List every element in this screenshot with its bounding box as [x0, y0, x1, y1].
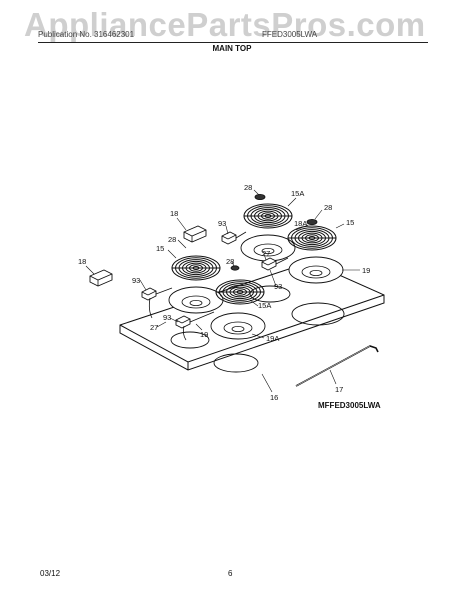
callout-19a: 19A: [266, 334, 279, 343]
trim-ring-markers: [230, 193, 318, 271]
diagram-model-code: MFFED3005LWA: [318, 401, 381, 410]
callout-18-rear: 18: [170, 209, 178, 218]
surface-element-front-left: [171, 255, 221, 281]
callout-19-right: 19: [362, 266, 370, 275]
surface-element-front-right: [215, 279, 265, 305]
leader-lines: [85, 189, 360, 393]
header-rule: [38, 42, 428, 43]
drip-bowl-rear-right: [288, 256, 344, 284]
element-bracket-front: [89, 269, 113, 287]
callout-28-top: 28: [244, 183, 252, 192]
model-number-header: FFED3005LWA: [262, 30, 318, 39]
callout-15a-top: 15A: [291, 189, 304, 198]
receptacle-rear-left: [221, 231, 237, 245]
callout-15-right: 15: [346, 218, 354, 227]
callout-labels: 28 15A 28 18 93 18A 15 28 15 27 19 28 18…: [78, 183, 370, 402]
footer-page-number: 6: [228, 569, 233, 578]
front-trim-rod: [295, 345, 379, 387]
callout-28-left: 28: [168, 235, 176, 244]
surface-element-rear-right: [287, 225, 337, 251]
drip-bowl-front-left: [168, 286, 224, 314]
surface-element-rear-left: [243, 203, 293, 229]
footer-date: 03/12: [40, 569, 61, 578]
callout-19-center: 19: [200, 330, 208, 339]
drip-bowl-front-right: [210, 312, 266, 340]
callout-18a: 18A: [294, 219, 307, 228]
callout-28-center: 28: [226, 257, 234, 266]
callout-27-rear: 27: [262, 249, 270, 258]
callout-93-rear-right: 93: [274, 282, 282, 291]
wiring-leads: [148, 231, 289, 341]
callout-93-front-right: 93: [163, 313, 171, 322]
callout-93-rear-left: 93: [218, 219, 226, 228]
callout-15a-front: 15A: [258, 301, 271, 310]
callout-93-front-left: 93: [132, 276, 140, 285]
section-title: MAIN TOP: [212, 44, 252, 53]
callout-27-front: 27: [150, 323, 158, 332]
publication-number: Publication No. 316462301: [38, 30, 135, 39]
element-bracket-rear: [183, 225, 207, 243]
callout-28-right: 28: [324, 203, 332, 212]
watermark: AppliancePartsPros.com: [24, 6, 426, 43]
callout-17: 17: [335, 385, 343, 394]
callout-16: 16: [270, 393, 278, 402]
callout-18-front: 18: [78, 257, 86, 266]
receptacle-front-left: [141, 287, 157, 301]
callout-15-left: 15: [156, 244, 164, 253]
